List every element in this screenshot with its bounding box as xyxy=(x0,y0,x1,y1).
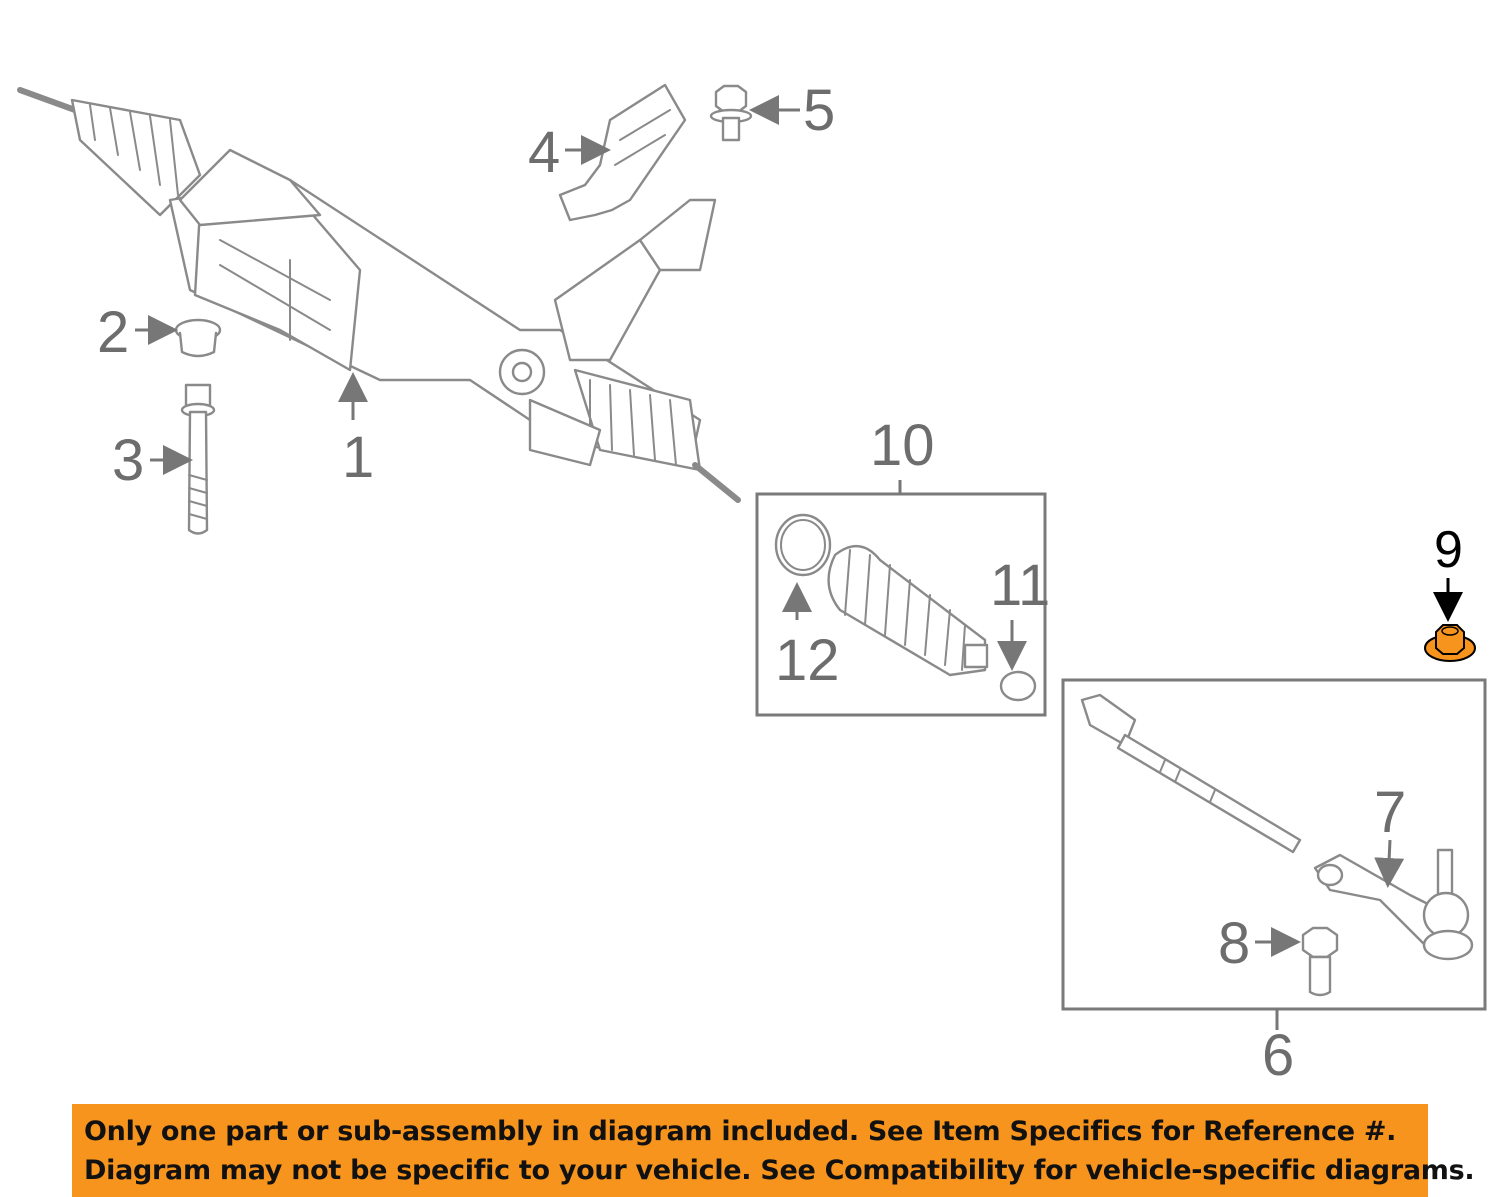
callout-3: 3 xyxy=(112,428,144,493)
leader-7 xyxy=(1374,839,1405,888)
boot-clamp-part xyxy=(999,670,1037,702)
inner-tie-rod-part xyxy=(1080,693,1302,854)
heat-shield-part xyxy=(558,83,687,222)
callout-8: 8 xyxy=(1218,911,1250,976)
steering-rack-part xyxy=(17,87,741,503)
callout-12: 12 xyxy=(775,628,840,693)
disclaimer-banner: Only one part or sub-assembly in diagram… xyxy=(72,1104,1475,1197)
tie-rod-assembly-box xyxy=(1061,678,1487,1011)
callout-1: 1 xyxy=(342,425,374,490)
disclaimer-line-1: Only one part or sub-assembly in diagram… xyxy=(84,1116,1397,1147)
callout-5: 5 xyxy=(803,78,835,143)
callout-6: 6 xyxy=(1262,1023,1294,1088)
bushing-part xyxy=(174,318,222,358)
callout-10: 10 xyxy=(870,413,935,478)
bellows-boot-part xyxy=(827,545,989,677)
flange-bolt-part xyxy=(709,84,753,142)
callout-11: 11 xyxy=(990,553,1050,618)
long-bolt-part xyxy=(180,383,216,535)
callout-9: 9 xyxy=(1434,521,1463,579)
callout-7: 7 xyxy=(1374,780,1406,845)
flange-nut-part-highlighted xyxy=(1424,624,1476,662)
steering-rack-parts-diagram: 1 2 3 4 5 6 7 8 9 10 11 12 xyxy=(17,78,1487,1088)
clamp-ring-part xyxy=(774,513,832,577)
callout-4: 4 xyxy=(528,120,560,185)
callout-2: 2 xyxy=(97,300,129,365)
outer-tie-rod-end-part xyxy=(1313,848,1474,961)
disclaimer-line-2: Diagram may not be specific to your vehi… xyxy=(84,1155,1475,1186)
tie-rod-bolt-part xyxy=(1301,926,1339,997)
